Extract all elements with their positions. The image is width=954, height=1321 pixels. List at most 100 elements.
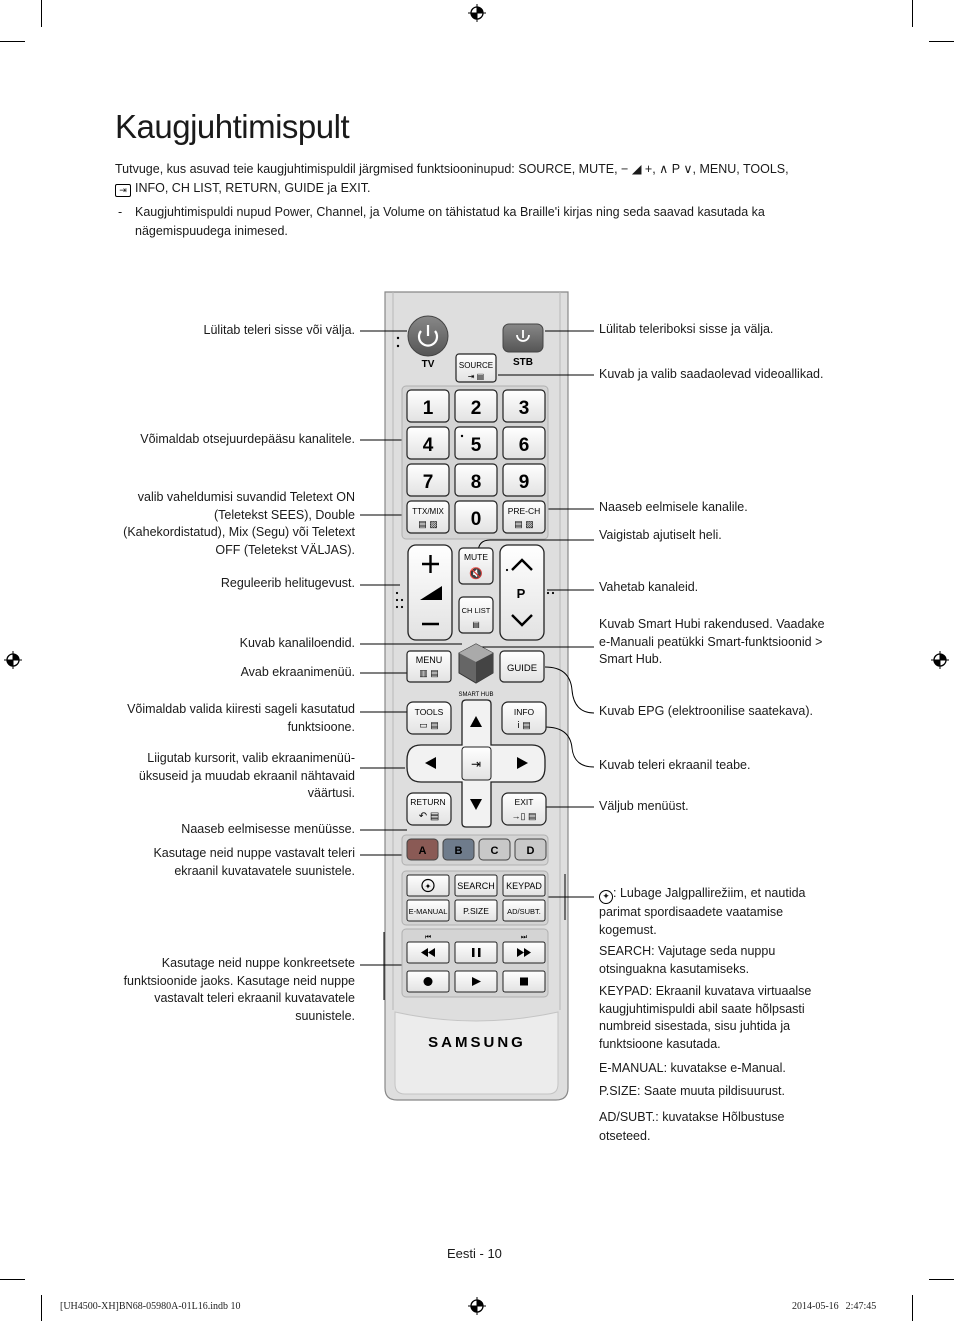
digit-button[interactable]	[502, 389, 546, 423]
button-icon: ▤ ▨	[418, 519, 438, 529]
prech-label: PRE-CH	[508, 506, 541, 516]
footer-file-info: [UH4500-XH]BN68-05980A-01L16.indb 10	[60, 1301, 241, 1312]
crop-mark	[0, 1279, 25, 1280]
digit-button[interactable]	[454, 463, 498, 497]
label-search: SEARCH: Vajutage seda nuppu otsinguakna …	[599, 944, 776, 976]
digit-button[interactable]	[454, 389, 498, 423]
registration-mark-icon	[931, 651, 949, 669]
digit-button[interactable]	[502, 426, 546, 460]
color-button-label: D	[527, 845, 535, 857]
label-exit: Väljub menüüst.	[599, 799, 689, 813]
digit-label: 2	[471, 398, 482, 419]
ttx-label: TTX/MIX	[412, 507, 444, 516]
digit-label: 7	[423, 472, 434, 493]
crop-mark	[929, 41, 954, 42]
label-ad-subt: AD/SUBT.: kuvatakse Hõlbustuse otseteed.	[599, 1110, 785, 1143]
return-button-label: RETURN	[410, 797, 445, 807]
registration-mark-icon	[4, 651, 22, 669]
color-button-d[interactable]	[514, 838, 547, 861]
volume-symbol: − ◢ +,	[621, 162, 660, 176]
label-menu: Avab ekraanimenüü.	[240, 665, 355, 679]
page-title: Kaugjuhtimispult	[115, 108, 350, 145]
digit-label: 1	[423, 398, 434, 419]
digit-button[interactable]	[406, 426, 450, 460]
digit-button[interactable]	[454, 426, 498, 460]
adsubt-button-label: AD/SUBT.	[507, 907, 541, 916]
label-channel: Vahetab kanaleid.	[599, 580, 699, 594]
channel-p-label: P	[517, 586, 526, 601]
search-button-label: SEARCH	[457, 881, 495, 891]
registration-mark-icon	[468, 4, 486, 22]
label-tools: Võimaldab valida kiiresti sageli kasutat…	[127, 702, 355, 734]
color-button-label: C	[491, 845, 499, 857]
label-football: ✦: Lubage Jalgpallirežiim, et nautida pa…	[599, 886, 806, 937]
digit-label: 6	[519, 435, 530, 456]
label-power: Lülitab teleri sisse või välja.	[203, 323, 355, 337]
smarthub-label: SMART HUB	[458, 692, 493, 698]
svg-text:✦: ✦	[425, 882, 432, 891]
label-ttx-mix: valib vaheldumisi suvandid Teletext ON (…	[123, 490, 355, 557]
svg-text:▥ ▤: ▥ ▤	[419, 668, 439, 678]
svg-text:🔇: 🔇	[469, 567, 483, 580]
zero-button[interactable]	[454, 500, 498, 534]
color-button-b[interactable]	[442, 838, 475, 861]
label-info: Kuvab teleri ekraanil teabe.	[599, 758, 751, 772]
crop-mark	[912, 0, 913, 27]
svg-text:⏮: ⏮	[425, 934, 431, 941]
stb-label: STB	[513, 357, 533, 368]
braille-note: - Kaugjuhtimispuldi nupud Power, Channel…	[115, 203, 845, 241]
registration-mark-icon	[468, 1297, 486, 1315]
crop-mark	[929, 1279, 954, 1280]
source-icon: ⇥	[115, 184, 131, 197]
label-stb: Lülitab teleriboksi sisse ja välja.	[599, 322, 774, 336]
mute-button-label: MUTE	[464, 552, 488, 562]
emanual-button-label: E-MANUAL	[409, 907, 448, 916]
psize-button-label: P.SIZE	[463, 906, 489, 916]
prech-button[interactable]	[502, 500, 546, 534]
digit-button[interactable]	[502, 463, 546, 497]
chlist-button-label: CH LIST	[462, 606, 491, 615]
label-keypad: KEYPAD: Ekraanil kuvatava virtuaalse kau…	[599, 984, 812, 1051]
power-icon	[417, 325, 439, 347]
color-button-c[interactable]	[478, 838, 511, 861]
label-ch-list: Kuvab kanaliloendid.	[239, 636, 355, 650]
footer-timestamp: 2014-05-16 2:47:45	[792, 1301, 877, 1312]
digit-label: 5	[471, 435, 482, 456]
svg-text:⇥ ▤: ⇥ ▤	[468, 372, 484, 381]
digit-button[interactable]	[406, 463, 450, 497]
label-source: Kuvab ja valib saadaolevad videoallikad.	[599, 367, 824, 381]
ttx-button[interactable]	[406, 500, 450, 534]
label-media-buttons: Kasutage neid nuppe konkreetsete funktsi…	[123, 956, 355, 1023]
label-p-size: P.SIZE: Saate muuta pildisuurust.	[599, 1084, 785, 1098]
intro-line2: INFO, CH LIST, RETURN, GUIDE ja EXIT.	[135, 181, 371, 195]
svg-text:▭ ▤: ▭ ▤	[419, 720, 439, 730]
crop-mark	[0, 41, 25, 42]
page-number: Eesti - 10	[447, 1246, 502, 1261]
intro-keys: SOURCE, MUTE,	[518, 162, 622, 176]
color-button-label: B	[455, 845, 463, 857]
label-return: Naaseb eelmisesse menüüsse.	[181, 822, 355, 836]
digit-label: 9	[519, 472, 530, 493]
label-number-keys: Võimaldab otsejuurdepääsu kanalitele.	[140, 432, 355, 446]
intro-text: Tutvuge, kus asuvad teie kaugjuhtimispul…	[115, 162, 519, 176]
note-text: Kaugjuhtimispuldi nupud Power, Channel, …	[135, 205, 765, 238]
label-smart-hub: Kuvab Smart Hubi rakendused. Vaadake e-M…	[599, 617, 825, 666]
tools-button-label: TOOLS	[415, 707, 444, 717]
label-volume: Reguleerib helitugevust.	[220, 576, 355, 590]
digit-button[interactable]	[406, 389, 450, 423]
svg-text:⇥: ⇥	[471, 757, 481, 771]
crop-mark	[41, 0, 42, 27]
color-button-a[interactable]	[406, 838, 439, 861]
exit-button-label: EXIT	[515, 797, 534, 807]
crop-mark	[41, 1295, 42, 1321]
svg-text:ⅰ ▤: ⅰ ▤	[517, 720, 531, 730]
source-button-label: SOURCE	[459, 361, 493, 370]
info-button-label: INFO	[514, 707, 535, 717]
label-navigation: Liigutab kursorit, valib ekraanimenüü-ük…	[138, 751, 355, 800]
zero-label: 0	[471, 509, 482, 530]
label-pre-ch: Naaseb eelmisele kanalile.	[599, 500, 748, 514]
intro-paragraph: Tutvuge, kus asuvad teie kaugjuhtimispul…	[115, 160, 845, 198]
guide-button-label: GUIDE	[507, 663, 537, 674]
digit-label: 8	[471, 472, 482, 493]
